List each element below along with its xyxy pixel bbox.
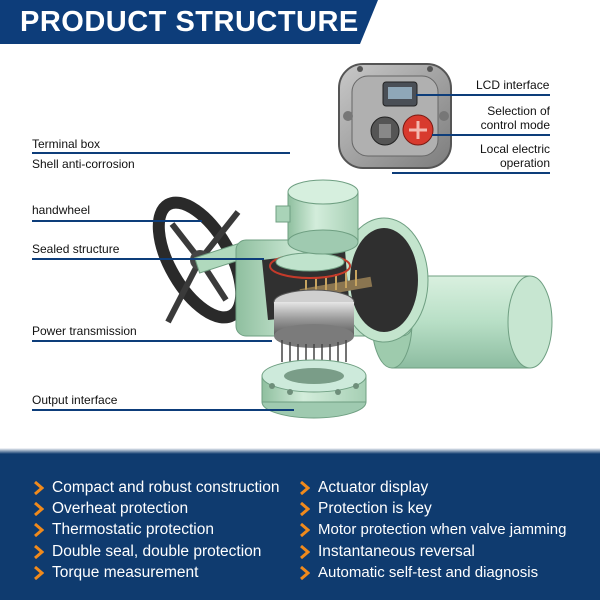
chevron-right-icon (34, 523, 44, 537)
label-terminal-box: Terminal box (32, 137, 101, 151)
leader-handwheel (32, 220, 202, 222)
feature-left-2: Overheat protection (52, 500, 189, 517)
chevron-right-icon (300, 566, 310, 580)
label-output-interface: Output interface (32, 393, 118, 407)
output-interface-illustration (261, 289, 367, 419)
terminal-box-illustration (275, 179, 359, 255)
leader-selection (432, 134, 550, 136)
control-panel-illustration (338, 63, 452, 169)
handwheel-illustration (152, 196, 248, 324)
header-banner: PRODUCT STRUCTURE (0, 0, 378, 44)
label-shell-anti-corrosion: Shell anti-corrosion (32, 157, 135, 171)
chevron-right-icon (300, 481, 310, 495)
leader-output-interface (32, 409, 294, 411)
feature-left-1: Compact and robust construction (52, 479, 280, 496)
label-local-line2: operation (499, 156, 550, 170)
leader-terminal-box (32, 152, 290, 154)
chevron-right-icon (300, 502, 310, 516)
chevron-right-icon (34, 481, 44, 495)
leader-lcd-interface (416, 94, 550, 96)
feature-right-3: Motor protection when valve jamming (318, 521, 567, 538)
feature-right-1: Actuator display (318, 479, 429, 496)
feature-left-3: Thermostatic protection (52, 521, 214, 538)
leader-local (392, 172, 550, 174)
feature-right-5: Automatic self-test and diagnosis (318, 564, 539, 581)
page-title: PRODUCT STRUCTURE (20, 6, 359, 38)
label-handwheel: handwheel (32, 203, 91, 217)
label-power-transmission: Power transmission (32, 324, 137, 338)
label-sealed-structure: Sealed structure (32, 242, 120, 256)
feature-left-5: Torque measurement (52, 564, 199, 581)
leader-power-transmission (32, 340, 272, 342)
feature-left-4: Double seal, double protection (52, 543, 262, 560)
label-selection-line2: control mode (480, 118, 550, 132)
features-panel: Compact and robust construction Overheat… (0, 448, 600, 600)
label-selection-line1: Selection of (487, 104, 550, 118)
feature-right-2: Protection is key (318, 500, 432, 517)
chevron-right-icon (34, 566, 44, 580)
chevron-right-icon (300, 545, 310, 559)
leader-sealed-structure (32, 258, 264, 260)
chevron-right-icon (300, 523, 310, 537)
label-lcd-interface: LCD interface (476, 78, 550, 92)
actuator-illustration (152, 63, 553, 419)
label-local-line1: Local electric (479, 142, 550, 156)
chevron-right-icon (34, 502, 44, 516)
product-illustration-area: Terminal box Shell anti-corrosion handwh… (0, 44, 600, 454)
chevron-right-icon (34, 545, 44, 559)
feature-right-4: Instantaneous reversal (318, 543, 475, 560)
